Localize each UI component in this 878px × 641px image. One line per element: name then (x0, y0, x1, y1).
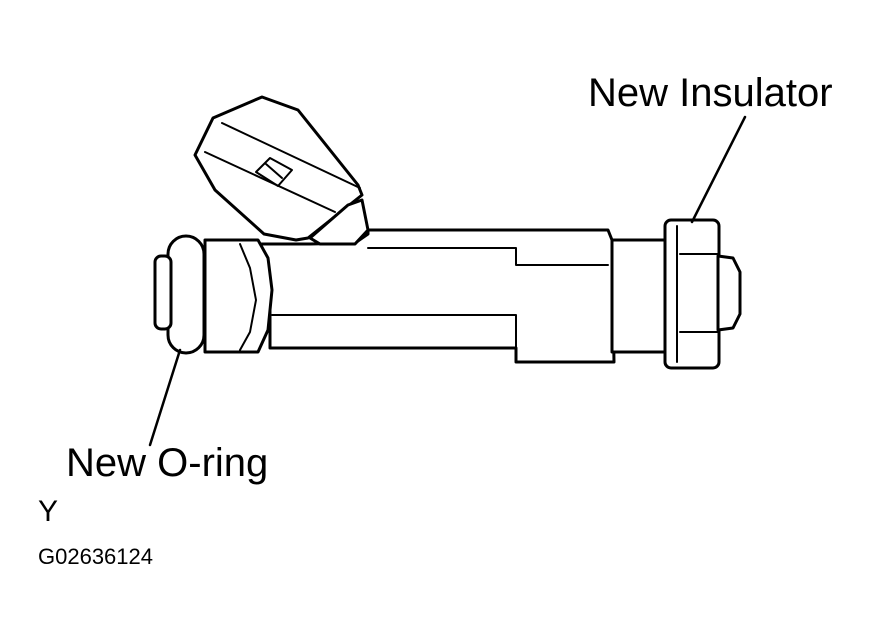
connector-neck (308, 198, 370, 246)
o-ring (166, 234, 206, 355)
fuel-injector (153, 95, 742, 370)
o-ring-callout: New O-ring (66, 441, 268, 485)
connector-housing-edge (221, 122, 361, 189)
figure-code: G02636124 (38, 544, 153, 569)
insulator (663, 218, 721, 370)
injector-body (253, 228, 616, 364)
nozzle-shoulder (239, 243, 257, 351)
view-letter: Y (38, 495, 58, 528)
insulator-callout: New Insulator (588, 71, 833, 115)
inlet-tip (716, 254, 742, 332)
inlet-inner (679, 253, 719, 333)
insulator-leader-line (690, 115, 747, 224)
injector-neck-right (610, 238, 669, 354)
injector-body-ridge (271, 314, 517, 349)
o-ring-leader-line (148, 348, 182, 447)
injector-body-step (367, 247, 609, 266)
nozzle-body (203, 238, 274, 354)
connector-latch (255, 157, 293, 187)
nozzle-tip (153, 254, 173, 331)
